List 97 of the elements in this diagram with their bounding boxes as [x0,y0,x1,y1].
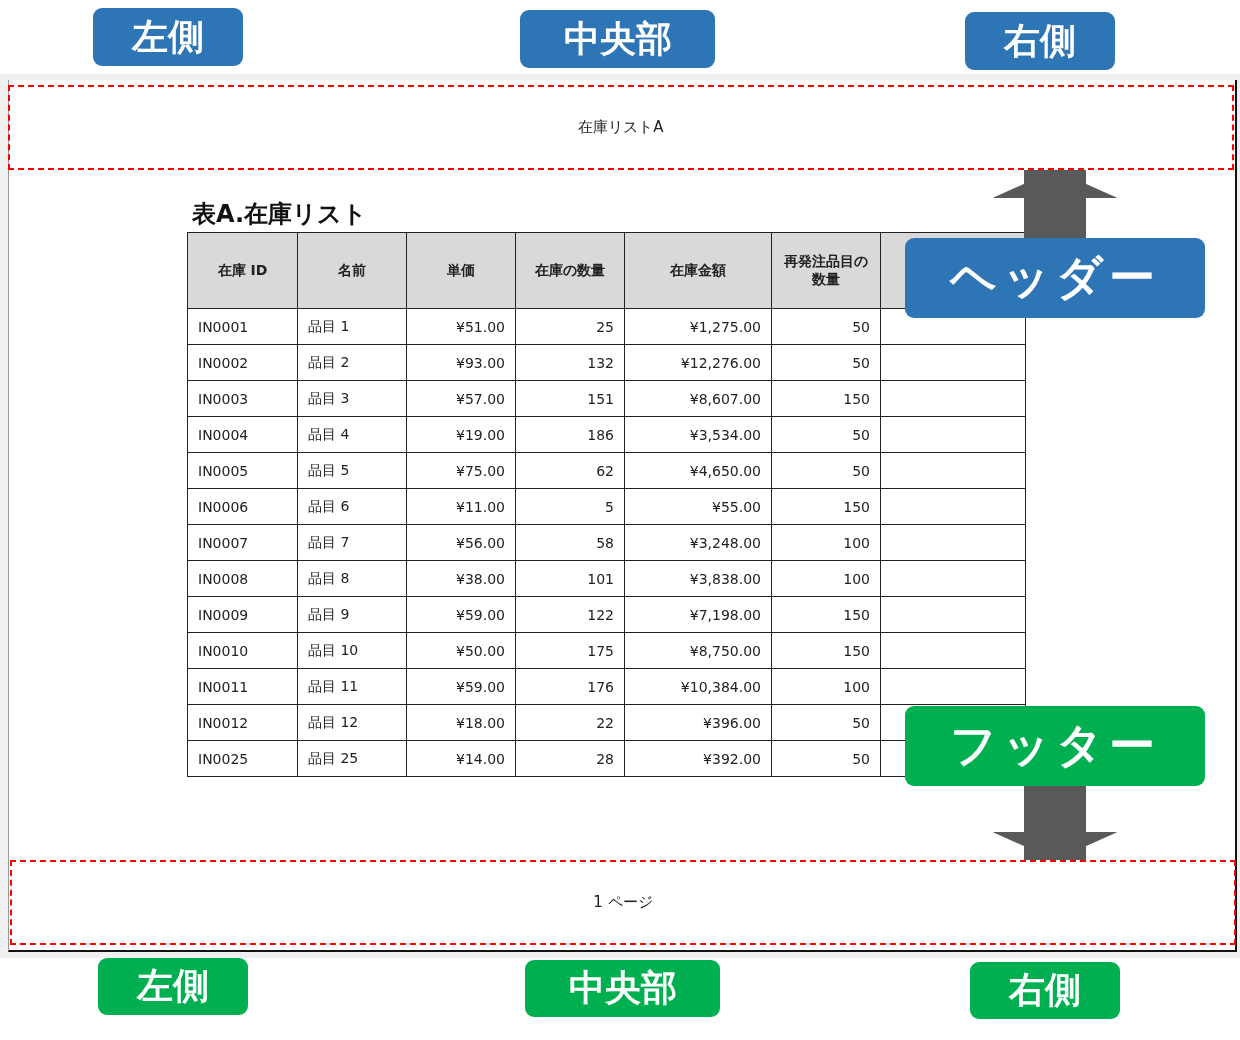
section-tag: 右側 [970,962,1120,1019]
table-value: IN0003 [198,390,249,407]
table-value: IN0008 [198,570,249,587]
table-value: IN0012 [198,714,249,731]
table-value: 62 [596,462,614,479]
column-header: 単価 [447,261,475,278]
column-header: 名前 [338,261,366,278]
table-value: ¥59.00 [456,606,505,623]
table-value: 50 [852,714,870,731]
section-tag: 左側 [93,8,243,66]
table-value: ¥57.00 [456,390,505,407]
table-value: 150 [843,606,870,623]
header-area: 在庫リストA [8,85,1234,170]
table-value: 品目 3 [308,389,350,406]
table-value: ¥396.00 [703,714,761,731]
table-value: IN0025 [198,750,249,767]
table-value: 50 [852,750,870,767]
table-value: ¥59.00 [456,678,505,695]
table-value: 50 [852,462,870,479]
table-value: 品目 6 [308,497,350,514]
column-header: 在庫の数量 [535,261,605,278]
table-value: ¥8,607.00 [689,390,761,407]
table-value: ¥12,276.00 [680,354,761,371]
table-value: IN0002 [198,354,249,371]
table-value: 品目 4 [308,425,350,442]
table-value: 品目 8 [308,569,350,586]
table-value: IN0006 [198,498,249,515]
table-value: 101 [587,570,614,587]
section-tag: 中央部 [525,960,720,1017]
table-value: ¥10,384.00 [680,678,761,695]
table-value: ¥93.00 [456,354,505,371]
table-value: ¥19.00 [456,426,505,443]
table-value: 28 [596,750,614,767]
column-header: 在庫金額 [670,261,726,278]
table-value: IN0005 [198,462,249,479]
table-value: ¥3,534.00 [689,426,761,443]
section-tag: 中央部 [520,10,715,68]
table-value: 186 [587,426,614,443]
table-value: ¥50.00 [456,642,505,659]
table-value: ¥3,248.00 [689,534,761,551]
table-value: ¥18.00 [456,714,505,731]
table-value: ¥8,750.00 [689,642,761,659]
table-value: 品目 25 [308,749,359,766]
table-value: 132 [587,354,614,371]
table-value: ¥75.00 [456,462,505,479]
table-value: 150 [843,642,870,659]
table-value: 50 [852,354,870,371]
table-value: 100 [843,678,870,695]
table-value: IN0007 [198,534,249,551]
table-value: 58 [596,534,614,551]
table-value: ¥3,838.00 [689,570,761,587]
table-value: 100 [843,534,870,551]
table-value: 50 [852,318,870,335]
column-header: 再発注品目の数量 [784,252,868,287]
table-value: 品目 7 [308,533,350,550]
table-value: 5 [605,498,614,515]
table-value: ¥51.00 [456,318,505,335]
table-value: 品目 2 [308,353,350,370]
table-value: 品目 5 [308,461,350,478]
table-value: ¥1,275.00 [689,318,761,335]
table-value: 151 [587,390,614,407]
table-value: 品目 9 [308,605,350,622]
table-value: IN0004 [198,426,249,443]
table-value: ¥38.00 [456,570,505,587]
section-tag: 右側 [965,12,1115,70]
table-value: 品目 11 [308,677,359,694]
table-value: IN0010 [198,642,249,659]
table-value: 100 [843,570,870,587]
table-value: 25 [596,318,614,335]
section-tag: 左側 [98,958,248,1015]
table-value: ¥14.00 [456,750,505,767]
table-value: ¥7,198.00 [689,606,761,623]
table-value: 品目 10 [308,641,359,658]
header-tag: ヘッダー [905,238,1205,318]
table-value: 150 [843,390,870,407]
table-value: 品目 1 [308,317,350,334]
table-value: ¥11.00 [456,498,505,515]
table-value: 176 [587,678,614,695]
table-value: 品目 12 [308,713,359,730]
table-value: ¥56.00 [456,534,505,551]
table-value: 122 [587,606,614,623]
table-value: 175 [587,642,614,659]
footer-area: 1 ページ [10,860,1236,945]
table-value: ¥55.00 [712,498,761,515]
table-value: 150 [843,498,870,515]
column-header: 在庫 ID [217,261,268,278]
footer-tag: フッター [905,706,1205,786]
table-title: 表A.在庫リスト [192,199,368,230]
table-value: IN0009 [198,606,249,623]
table-value: 22 [596,714,614,731]
table-value: IN0011 [198,678,249,695]
table-value: IN0001 [198,318,249,335]
block-arrow [992,170,1118,238]
table-value: ¥392.00 [703,750,761,767]
table-value: ¥4,650.00 [689,462,761,479]
block-arrow [992,786,1118,860]
table-value: 50 [852,426,870,443]
